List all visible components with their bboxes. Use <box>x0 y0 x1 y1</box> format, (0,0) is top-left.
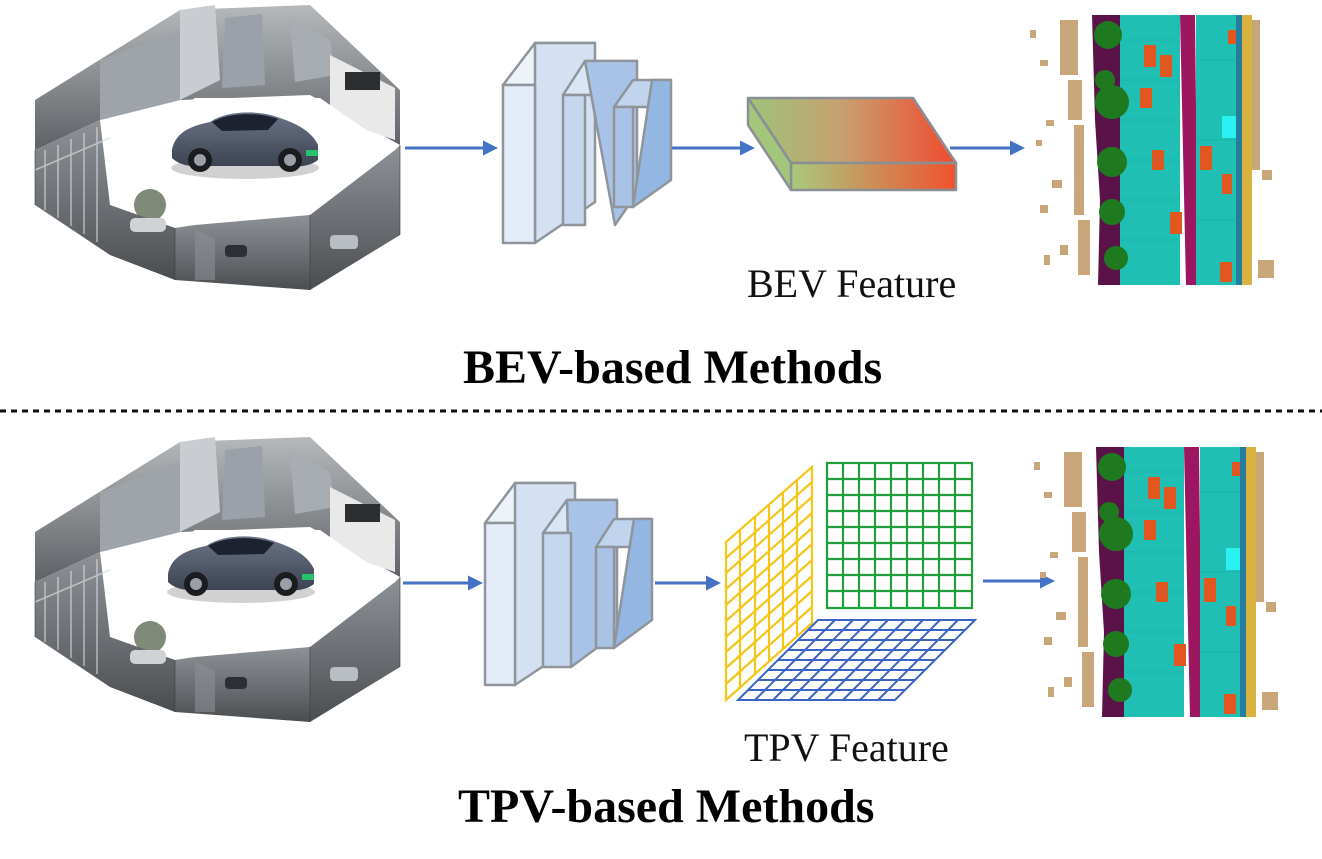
bev-methods-title: BEV-based Methods <box>463 341 883 394</box>
bev-feature-block <box>746 96 958 192</box>
top-occupancy-map <box>1029 14 1275 286</box>
tpv-side-plane <box>724 464 814 703</box>
tpv-methods-title: TPV-based Methods <box>458 780 875 833</box>
tpv-feature-label: TPV Feature <box>744 725 949 770</box>
tpv-top-plane <box>735 619 978 701</box>
bottom-occupancy-map <box>1033 446 1279 718</box>
top-encoder-blocks-icon <box>501 41 673 245</box>
bev-feature-label: BEV Feature <box>747 261 957 306</box>
bottom-encoder-blocks-icon <box>483 481 654 687</box>
tpv-front-plane <box>825 461 974 610</box>
tpv-feature-planes <box>724 461 978 703</box>
